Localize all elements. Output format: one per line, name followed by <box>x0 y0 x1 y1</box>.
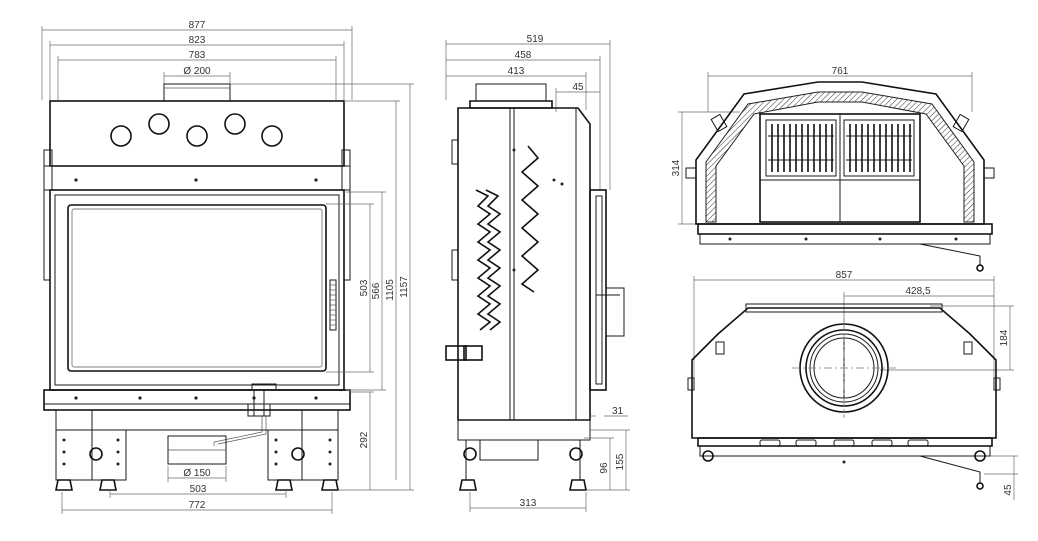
dim-body-height: 1105 <box>385 279 396 301</box>
grate-right <box>843 119 915 177</box>
top-view: 761 314 <box>671 66 995 272</box>
air-channels <box>475 145 564 331</box>
dim-overall-height: 1157 <box>399 276 410 298</box>
front-dimensions-right: 503 566 1105 1157 292 <box>230 83 414 491</box>
dim-glass-height: 503 <box>359 279 370 296</box>
dim-body-depth: 458 <box>515 50 532 61</box>
dim-base-depth: 313 <box>520 498 537 509</box>
dim-inner-width: 783 <box>189 50 206 61</box>
side-dimensions-bottom: 31 313 96 155 <box>469 406 630 512</box>
front-view: 877 823 783 Ø 200 <box>41 20 414 514</box>
dim-overall-depth: 519 <box>527 34 544 45</box>
side-door-panel <box>589 189 607 391</box>
dim-inner-depth: 413 <box>508 66 525 77</box>
dim-door-offset: 31 <box>612 406 624 417</box>
dim-plan-clearance: 45 <box>1003 484 1014 496</box>
grate-left <box>765 119 837 177</box>
flue-collar <box>163 83 231 102</box>
vent-slots <box>759 439 929 447</box>
front-legs <box>55 409 339 491</box>
front-dimensions-bottom: Ø 150 503 772 <box>61 466 333 514</box>
dim-plan-outlet-depth: 184 <box>999 329 1010 346</box>
dim-leg-height: 292 <box>359 431 370 448</box>
dim-body-width: 823 <box>189 35 206 46</box>
lower-frame <box>43 389 351 411</box>
side-dimensions-top: 519 458 413 45 <box>445 34 611 190</box>
dim-base-width: 772 <box>189 500 206 511</box>
frame-screws <box>74 178 318 400</box>
dim-overall-width: 877 <box>189 20 206 31</box>
dim-flue-offset: 45 <box>572 82 584 93</box>
door-handle <box>329 279 337 331</box>
dim-top-depth: 314 <box>671 159 682 176</box>
dim-plan-half-width: 428,5 <box>905 286 930 297</box>
side-handle <box>605 287 625 337</box>
door-lever <box>213 383 277 446</box>
plan-view: 857 428,5 184 <box>687 270 1018 500</box>
top-vent-holes <box>110 113 283 147</box>
dim-door-height: 566 <box>371 282 382 299</box>
side-body <box>457 107 591 421</box>
flue-outlet <box>792 318 896 418</box>
side-view: 519 458 413 45 <box>445 34 630 512</box>
dim-inlet-height: 155 <box>615 453 626 470</box>
front-dimensions-top: 877 823 783 Ø 200 <box>41 20 353 100</box>
door-frame <box>49 189 345 391</box>
dim-foot-height: 96 <box>599 462 610 474</box>
side-flue-collar <box>475 83 547 102</box>
dim-flue-diameter: Ø 200 <box>183 66 211 77</box>
front-top-panel <box>49 100 345 167</box>
dim-leg-inner-width: 503 <box>190 484 207 495</box>
glass-panel <box>67 204 327 372</box>
dim-top-width: 761 <box>832 66 849 77</box>
dim-plan-width: 857 <box>836 270 853 281</box>
dim-air-inlet-diameter: Ø 150 <box>183 468 211 479</box>
